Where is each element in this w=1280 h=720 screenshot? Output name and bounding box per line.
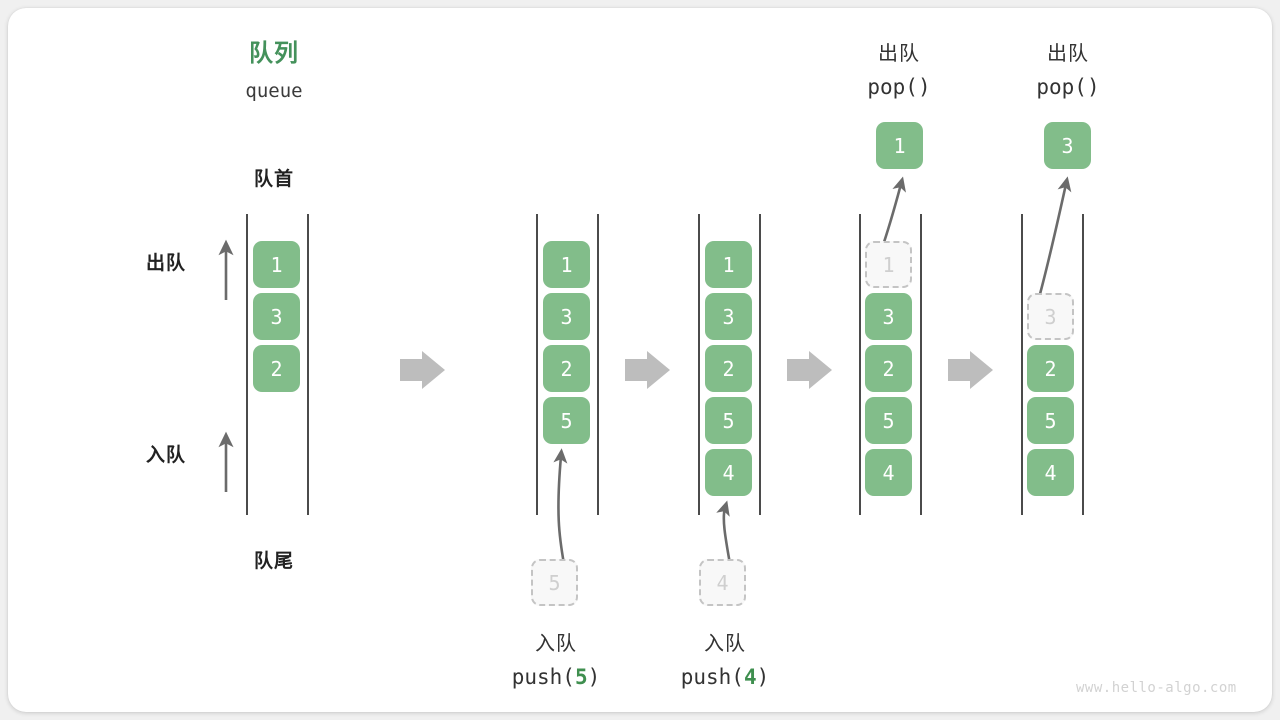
queue-item-new: 5 (543, 397, 590, 444)
code-prefix: pop( (867, 75, 918, 99)
queue-item: 2 (705, 345, 752, 392)
enqueue-side-label: 入队 (145, 445, 186, 466)
queue-item: 3 (865, 293, 912, 340)
operation-label-cn: 入队 (535, 633, 577, 655)
rail-right (920, 214, 922, 515)
transition-arrow-4 (948, 351, 993, 389)
operation-label-cn: 出队 (878, 43, 920, 65)
code-prefix: pop( (1036, 75, 1087, 99)
ghost-item: 5 (531, 559, 578, 606)
queue-item: 4 (1027, 449, 1074, 496)
diagram-vector-layer (218, 176, 1072, 565)
queue-tail-label: 队尾 (253, 551, 294, 572)
pop-arrow-3 (1035, 176, 1072, 306)
queue-item: 2 (543, 345, 590, 392)
queue-item: 3 (705, 293, 752, 340)
queue-item: 3 (253, 293, 300, 340)
queue-item: 5 (1027, 397, 1074, 444)
queue-item: 5 (705, 397, 752, 444)
code-prefix: push( (680, 665, 744, 689)
rail-right (1082, 214, 1084, 515)
queue-item: 1 (705, 241, 752, 288)
popped-item: 1 (876, 122, 923, 169)
push-arrow-5 (553, 448, 568, 565)
queue-item: 1 (543, 241, 590, 288)
rail-right (759, 214, 761, 515)
diagram-card: 队列 queue 队首 队尾 出队 入队 1 3 2 1 3 2 5 5 入队 … (8, 8, 1272, 712)
queue-item: 2 (1027, 345, 1074, 392)
rail-right (307, 214, 309, 515)
queue-item: 2 (865, 345, 912, 392)
code-suffix: ) (1086, 75, 1100, 99)
code-arg: 5 (574, 665, 588, 689)
queue-item: 4 (865, 449, 912, 496)
operation-label-cn: 出队 (1047, 43, 1089, 65)
transition-arrow-3 (787, 351, 832, 389)
queue-item: 3 (543, 293, 590, 340)
ghost-item: 3 (1027, 293, 1074, 340)
rail-left (859, 214, 861, 515)
rail-left (698, 214, 700, 515)
operation-label-code: push(5) (471, 662, 641, 692)
operation-label-code: pop() (814, 72, 984, 102)
queue-item: 1 (253, 241, 300, 288)
operation-label-code: push(4) (640, 662, 810, 692)
queue-item-new: 4 (705, 449, 752, 496)
rail-left (1021, 214, 1023, 515)
rail-left (536, 214, 538, 515)
code-suffix: ) (756, 665, 770, 689)
watermark: www.hello-algo.com (1076, 680, 1237, 696)
operation-label-cn: 入队 (704, 633, 746, 655)
ghost-item: 4 (699, 559, 746, 606)
page-title-cn: 队列 (249, 40, 299, 67)
page-title-en: queue (245, 80, 303, 102)
transition-arrow-2 (625, 351, 670, 389)
rail-right (597, 214, 599, 515)
code-prefix: push( (511, 665, 575, 689)
rail-left (246, 214, 248, 515)
popped-item: 3 (1044, 122, 1091, 169)
dequeue-side-label: 出队 (145, 253, 186, 274)
code-suffix: ) (917, 75, 931, 99)
code-arg: 4 (743, 665, 757, 689)
ghost-item: 1 (865, 241, 912, 288)
queue-item: 5 (865, 397, 912, 444)
code-suffix: ) (587, 665, 601, 689)
push-arrow-4 (716, 500, 732, 565)
transition-arrow-1 (400, 351, 445, 389)
queue-item: 2 (253, 345, 300, 392)
queue-head-label: 队首 (253, 169, 294, 190)
operation-label-code: pop() (983, 72, 1153, 102)
